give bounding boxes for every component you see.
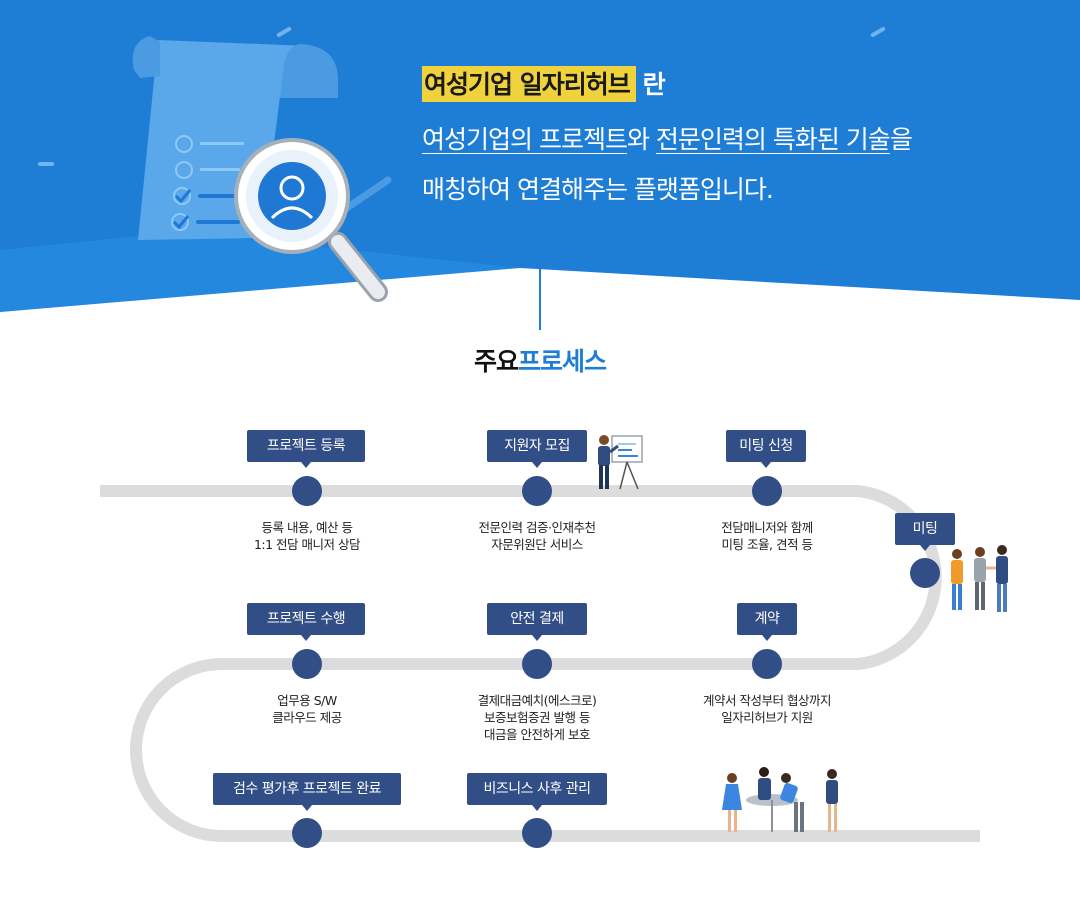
hero-underline-project: 여성기업의 프로젝트 bbox=[422, 125, 628, 154]
node-register bbox=[292, 476, 322, 506]
document-search-icon bbox=[132, 36, 392, 302]
step-meeting-request-desc: 전담매니저와 함께 미팅 조율, 견적 등 bbox=[721, 520, 813, 552]
hero-underline-skill: 전문인력의 특화된 기술 bbox=[655, 125, 891, 154]
step-recruit-label: 지원자 모집 bbox=[487, 430, 587, 468]
step-payment-desc: 결제대금예치(에스크로) 보증보험증권 발행 등 대금을 안전하게 보호 bbox=[477, 693, 597, 742]
section-title-blue: 프로세스 bbox=[518, 347, 607, 376]
step-payment-label: 안전 결제 bbox=[487, 603, 587, 641]
step-meeting-request-label: 미팅 신청 bbox=[726, 430, 806, 468]
presenter-illustration bbox=[598, 435, 643, 490]
step-execute-label: 프로젝트 수행 bbox=[247, 603, 365, 641]
node-execute bbox=[292, 649, 322, 679]
node-recruit bbox=[522, 476, 552, 506]
node-payment bbox=[522, 649, 552, 679]
section-title: 주요프로세스 bbox=[0, 342, 1080, 378]
hero-text-wa: 와 bbox=[626, 125, 656, 154]
node-meeting-request bbox=[752, 476, 782, 506]
step-register-desc: 등록 내용, 예산 등 1:1 전담 매니저 상담 bbox=[253, 520, 361, 552]
hero-background bbox=[0, 0, 1080, 330]
step-contract-desc: 계약서 작성부터 협상까지 일자리허브가 지원 bbox=[703, 693, 831, 725]
hero-text-eul: 을 bbox=[889, 125, 913, 154]
node-contract bbox=[752, 649, 782, 679]
team-meeting-illustration bbox=[722, 767, 838, 832]
hero-suffix: 란 bbox=[642, 70, 666, 99]
step-aftercare-label: 비즈니스 사후 관리 bbox=[467, 773, 607, 811]
hero-highlight: 여성기업 일자리허브 bbox=[422, 66, 636, 102]
step-contract-label: 계약 bbox=[737, 603, 797, 641]
step-complete-label: 검수 평가후 프로젝트 완료 bbox=[213, 773, 401, 811]
hero-line-2: 여성기업의 프로젝트와 전문인력의 특화된 기술을 bbox=[422, 125, 913, 154]
hero-title: 여성기업 일자리허브 란 bbox=[422, 66, 666, 102]
node-aftercare bbox=[522, 818, 552, 848]
handshake-illustration bbox=[951, 545, 1008, 612]
node-meeting bbox=[910, 558, 940, 588]
hero-line-3: 매칭하여 연결해주는 플랫폼입니다. bbox=[422, 175, 774, 204]
step-register-label: 프로젝트 등록 bbox=[247, 430, 365, 468]
section-title-black: 주요 bbox=[473, 347, 519, 376]
step-recruit-desc: 전문인력 검증·인재추천 자문위원단 서비스 bbox=[478, 520, 596, 552]
step-meeting-label: 미팅 bbox=[895, 513, 955, 551]
node-complete bbox=[292, 818, 322, 848]
step-execute-desc: 업무용 S/W 클라우드 제공 bbox=[272, 693, 342, 725]
